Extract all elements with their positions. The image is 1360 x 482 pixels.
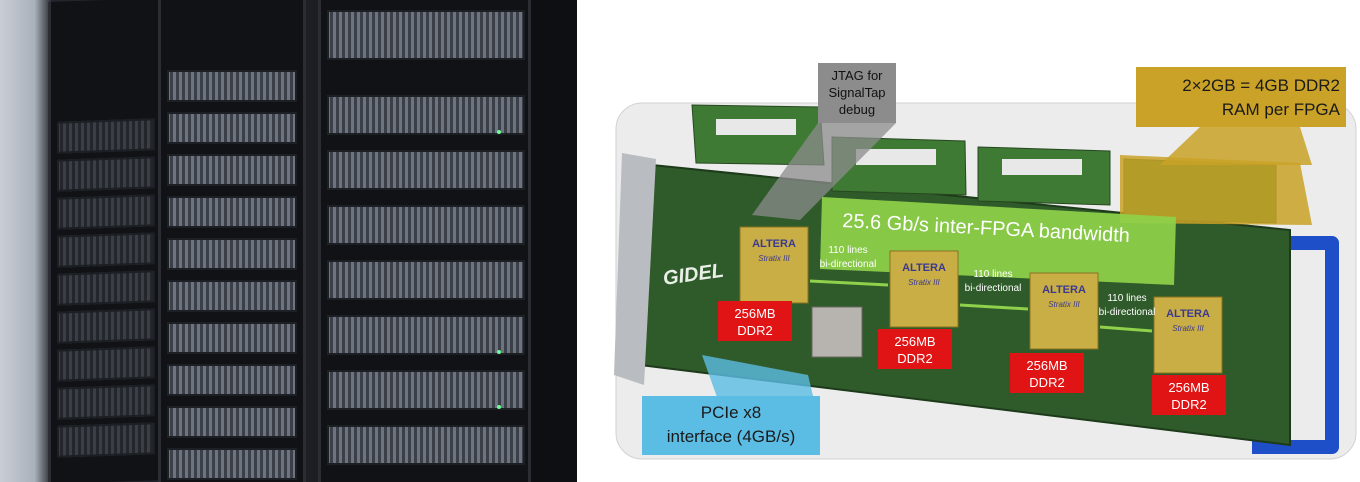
chip-brand-label: ALTERA bbox=[1042, 284, 1086, 296]
ram-label-sticker bbox=[856, 149, 936, 165]
link-label-line-2: bi-directional bbox=[965, 283, 1022, 294]
ddr-block bbox=[718, 301, 792, 341]
server-unit bbox=[167, 364, 297, 396]
link-label-line-2: bi-directional bbox=[820, 259, 877, 270]
chip-brand-label: ALTERA bbox=[902, 262, 946, 274]
server-unit bbox=[167, 70, 297, 102]
ram-module bbox=[977, 146, 1111, 206]
ddr-block bbox=[878, 329, 952, 369]
ddr-type-label: DDR2 bbox=[897, 351, 932, 366]
ram-label-sticker bbox=[1002, 159, 1082, 175]
ddr-size-label: 256MB bbox=[1026, 358, 1067, 373]
server-unit bbox=[57, 232, 155, 268]
jtag-callout-line-1: JTAG for bbox=[831, 68, 883, 83]
fpga-chip bbox=[1153, 296, 1223, 374]
ram-callout-pointer bbox=[1160, 127, 1312, 165]
server-unit bbox=[327, 370, 525, 410]
server-unit bbox=[327, 260, 525, 300]
server-unit bbox=[57, 308, 155, 344]
pcie-callout-pointer bbox=[702, 355, 814, 400]
server-unit bbox=[57, 384, 155, 420]
ddr-size-label: 256MB bbox=[894, 334, 935, 349]
ddr-block bbox=[1010, 353, 1084, 393]
status-led bbox=[497, 130, 501, 134]
ram-label-sticker bbox=[716, 119, 796, 135]
ddr-type-label: DDR2 bbox=[1029, 375, 1064, 390]
server-unit bbox=[167, 154, 297, 186]
chip-model-label: Stratix III bbox=[1172, 324, 1204, 333]
controller-chip bbox=[811, 306, 863, 358]
fpga-link-line bbox=[809, 279, 889, 287]
server-unit bbox=[167, 280, 297, 312]
server-unit bbox=[167, 406, 297, 438]
server-rack bbox=[48, 0, 164, 482]
server-unit bbox=[57, 194, 155, 230]
server-unit bbox=[167, 112, 297, 144]
pcie-bracket bbox=[614, 153, 656, 385]
fpga-link-line bbox=[1099, 325, 1153, 333]
link-label-line-1: 110 lines bbox=[828, 245, 867, 256]
status-led bbox=[497, 350, 501, 354]
link-label-line-1: 110 lines bbox=[973, 269, 1012, 280]
board-handle bbox=[1252, 236, 1339, 454]
server-unit bbox=[167, 196, 297, 228]
status-led bbox=[497, 405, 501, 409]
ddr-block bbox=[1152, 375, 1226, 415]
server-unit bbox=[57, 156, 155, 192]
server-unit bbox=[167, 238, 297, 270]
ddr-type-label: DDR2 bbox=[737, 323, 772, 338]
fpga-board-figure: 2×2GB = 4GB DDR2 RAM per FPGA JTAG for S… bbox=[600, 55, 1360, 482]
jtag-callout-line-3: debug bbox=[839, 102, 875, 117]
server-unit bbox=[327, 10, 525, 60]
pcie-callout-box bbox=[642, 396, 820, 455]
fpga-board-illustration: 2×2GB = 4GB DDR2 RAM per FPGA JTAG for S… bbox=[614, 63, 1357, 460]
chip-model-label: Stratix III bbox=[908, 278, 940, 287]
server-unit bbox=[57, 422, 155, 458]
server-rack bbox=[318, 0, 534, 482]
pcie-callout-line-1: PCIe x8 bbox=[701, 403, 761, 422]
ram-callout-line-1: 2×2GB = 4GB DDR2 bbox=[1182, 76, 1340, 95]
fpga-link-line bbox=[959, 303, 1029, 311]
chip-model-label: Stratix III bbox=[1048, 300, 1080, 309]
chip-model-label: Stratix III bbox=[758, 254, 790, 263]
server-rack bbox=[528, 0, 577, 482]
server-unit bbox=[327, 95, 525, 135]
link-label-line-1: 110 lines bbox=[1107, 293, 1146, 304]
ddr-size-label: 256MB bbox=[1168, 380, 1209, 395]
fpga-chip bbox=[889, 250, 959, 328]
jtag-callout-pointer bbox=[752, 123, 896, 220]
fpga-chip bbox=[1029, 272, 1099, 350]
server-racks-photo bbox=[0, 0, 577, 482]
server-unit bbox=[327, 315, 525, 355]
ddr-size-label: 256MB bbox=[734, 306, 775, 321]
server-unit bbox=[327, 150, 525, 190]
server-unit bbox=[327, 425, 525, 465]
ram-callout-box bbox=[1136, 67, 1346, 127]
chip-brand-label: ALTERA bbox=[752, 238, 796, 250]
server-rack bbox=[158, 0, 306, 482]
ram-callout-highlight bbox=[1120, 155, 1312, 225]
fpga-chip bbox=[739, 226, 809, 304]
server-unit bbox=[57, 346, 155, 382]
chip-brand-label: ALTERA bbox=[1166, 308, 1210, 320]
server-unit bbox=[57, 118, 155, 154]
server-unit bbox=[327, 205, 525, 245]
jtag-callout-line-2: SignalTap bbox=[828, 85, 885, 100]
server-unit bbox=[167, 322, 297, 354]
ram-callout-line-2: RAM per FPGA bbox=[1222, 100, 1341, 119]
jtag-callout-box bbox=[818, 63, 896, 123]
pcie-callout-line-2: interface (4GB/s) bbox=[667, 427, 796, 446]
server-unit bbox=[167, 448, 297, 480]
link-label-line-2: bi-directional bbox=[1099, 307, 1156, 318]
ddr-type-label: DDR2 bbox=[1171, 397, 1206, 412]
server-unit bbox=[57, 270, 155, 306]
